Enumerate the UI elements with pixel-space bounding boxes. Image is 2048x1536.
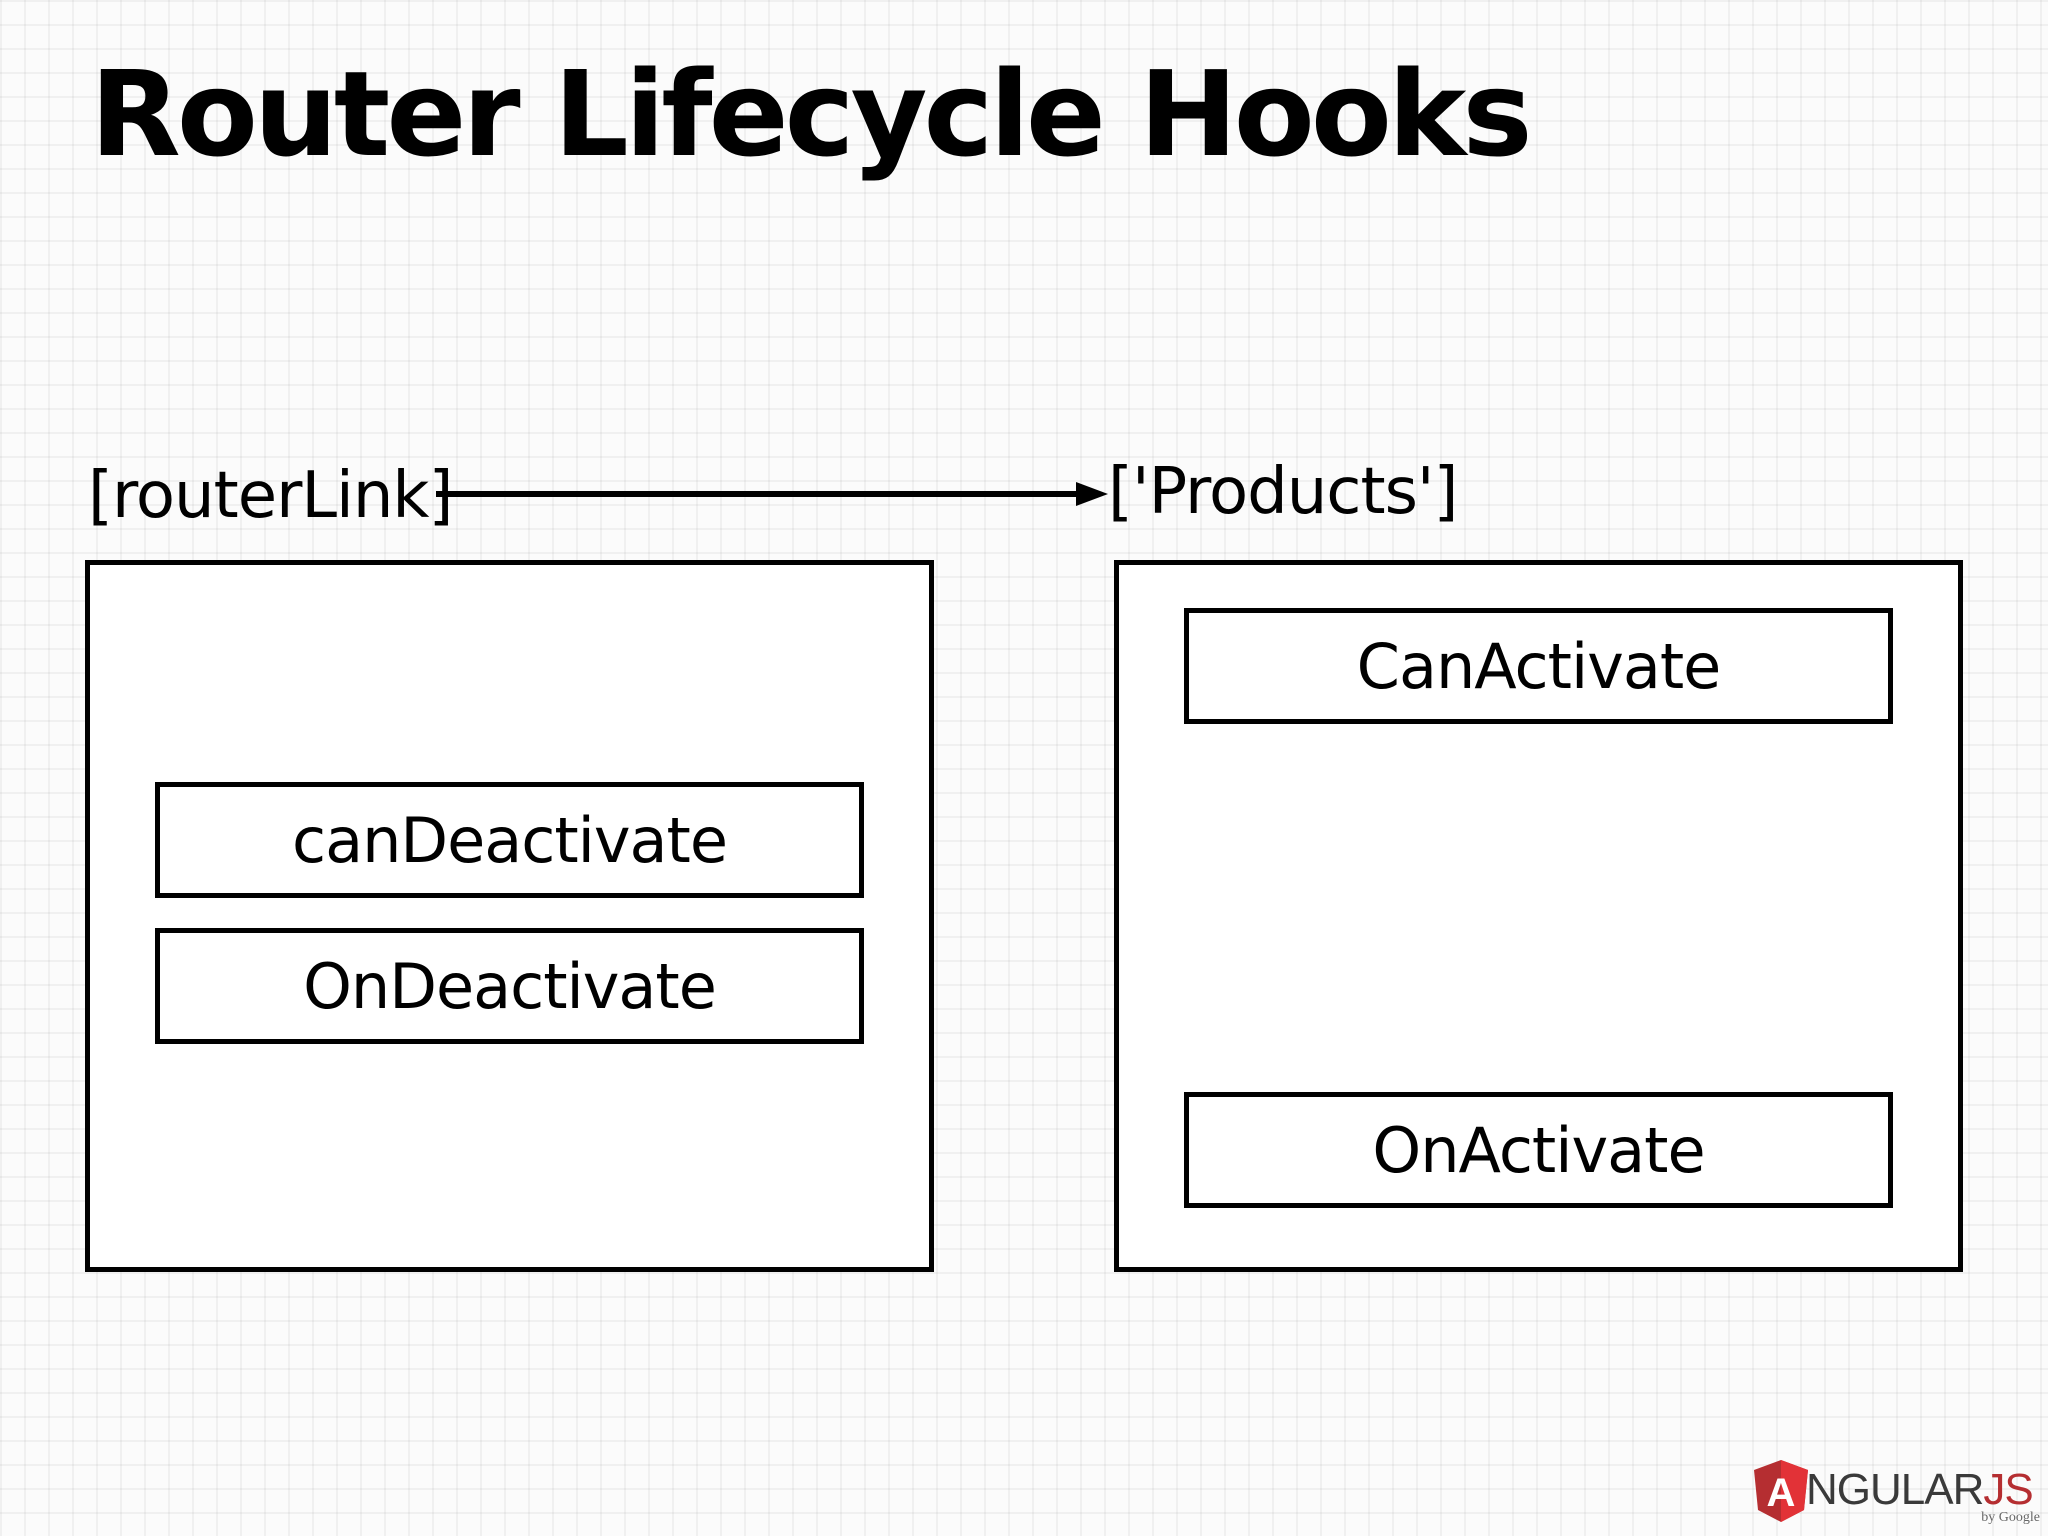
angular-shield-icon: A [1754,1460,1808,1522]
logo-wordmark: NGULARJS [1806,1465,2034,1514]
logo-byline: by Google [1981,1510,2040,1525]
can-activate-label: CanActivate [1356,629,1722,703]
current-component-box [85,560,934,1272]
on-deactivate-hook: OnDeactivate [155,928,864,1044]
slide-title: Router Lifecycle Hooks [90,45,1533,183]
on-deactivate-label: OnDeactivate [303,949,717,1023]
on-activate-hook: OnActivate [1184,1092,1893,1208]
router-link-label: [routerLink] [88,459,453,533]
navigation-arrow [436,482,1108,506]
products-route-label: ['Products'] [1108,455,1458,529]
on-activate-label: OnActivate [1372,1113,1705,1187]
logo-accent: JS [1983,1465,2033,1514]
logo-initial: A [1767,1471,1796,1515]
can-deactivate-hook: canDeactivate [155,782,864,898]
logo-word: NGULAR [1806,1465,1984,1514]
angularjs-logo: A NGULARJS by Google [1752,1458,2042,1528]
can-deactivate-label: canDeactivate [291,803,728,877]
can-activate-hook: CanActivate [1184,608,1893,724]
